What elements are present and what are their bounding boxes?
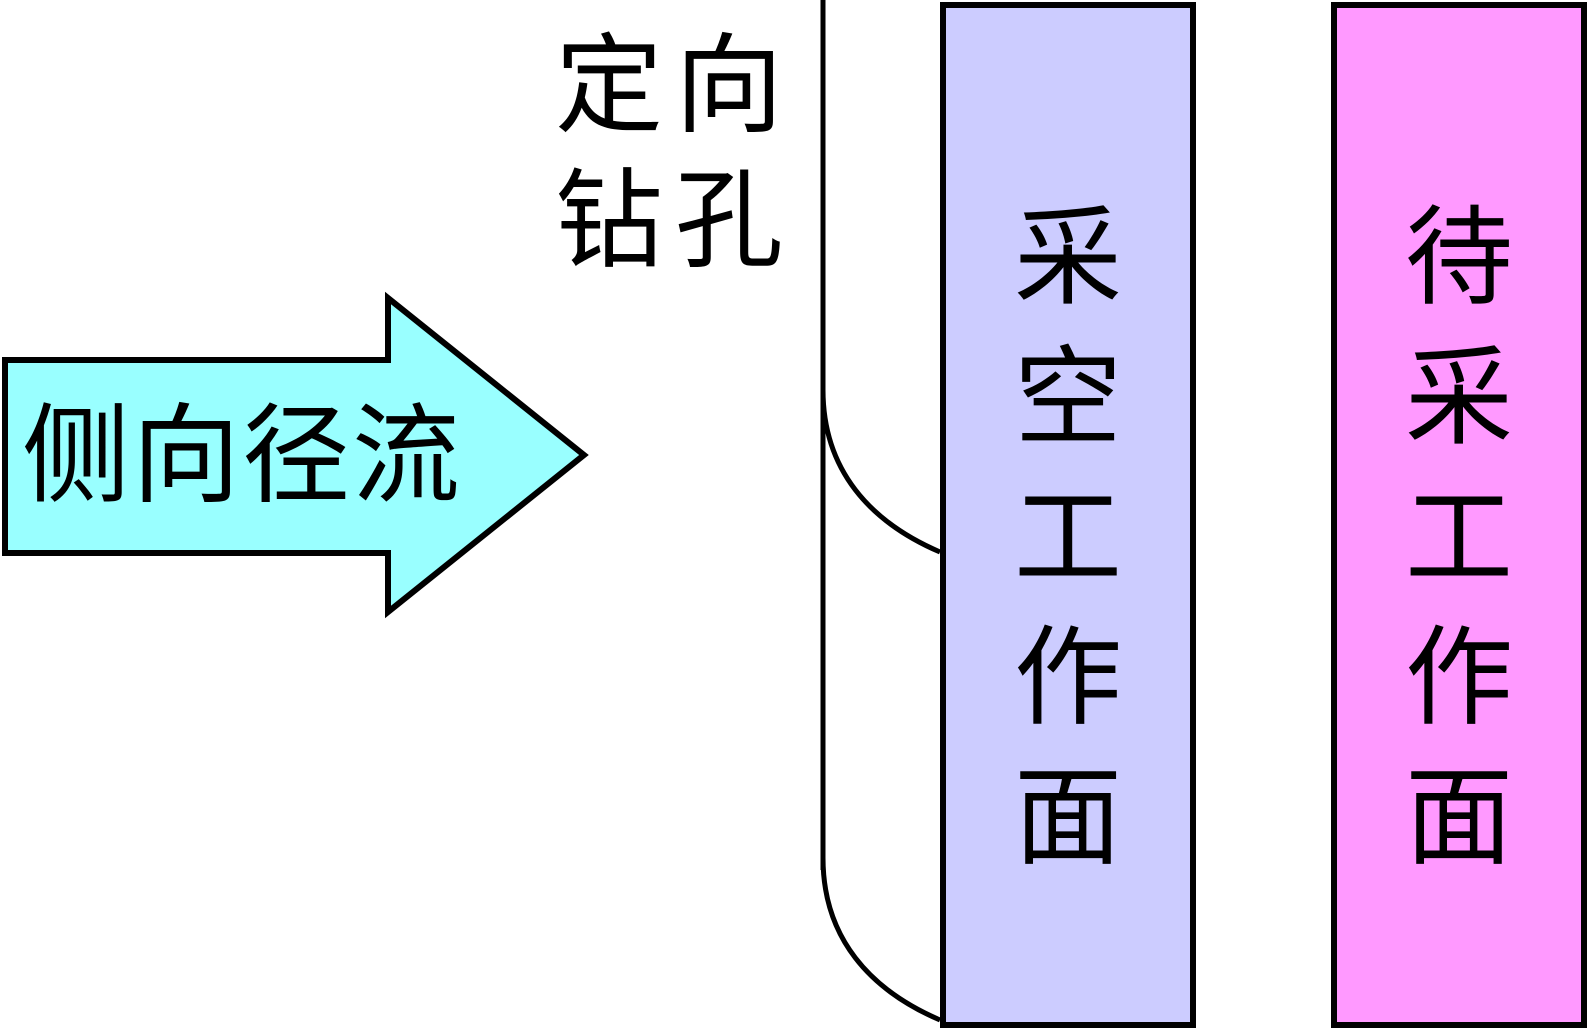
borehole-branch-lower xyxy=(820,857,941,1023)
borehole-branch-upper xyxy=(820,389,941,555)
arrow-label: 侧向径流 xyxy=(22,394,462,519)
unmined-face-char: 工 xyxy=(1405,476,1513,601)
mined-face-char: 采 xyxy=(1014,196,1122,321)
mined-working-face: 采 空 工 作 面 xyxy=(940,2,1196,1028)
unmined-face-char: 采 xyxy=(1405,336,1513,461)
unmined-face-char: 待 xyxy=(1405,196,1513,321)
mined-face-char: 面 xyxy=(1014,756,1122,881)
mined-face-char: 空 xyxy=(1014,336,1122,461)
unmined-face-char: 作 xyxy=(1405,616,1513,741)
borehole-label-line1: 定向 xyxy=(555,24,795,149)
mined-face-char: 工 xyxy=(1014,476,1122,601)
mined-face-char: 作 xyxy=(1014,616,1122,741)
unmined-face-rect xyxy=(1331,2,1587,1028)
unmined-working-face: 待 采 工 作 面 xyxy=(1331,2,1587,1028)
lateral-runoff-arrow: 侧向径流 xyxy=(2,291,589,619)
mined-face-rect xyxy=(940,2,1196,1028)
directional-borehole xyxy=(820,0,941,1023)
unmined-face-char: 面 xyxy=(1405,756,1513,881)
borehole-label-line2: 钻孔 xyxy=(555,159,795,284)
arrow-shape xyxy=(2,291,589,619)
borehole-label: 定向 钻孔 xyxy=(555,24,795,284)
